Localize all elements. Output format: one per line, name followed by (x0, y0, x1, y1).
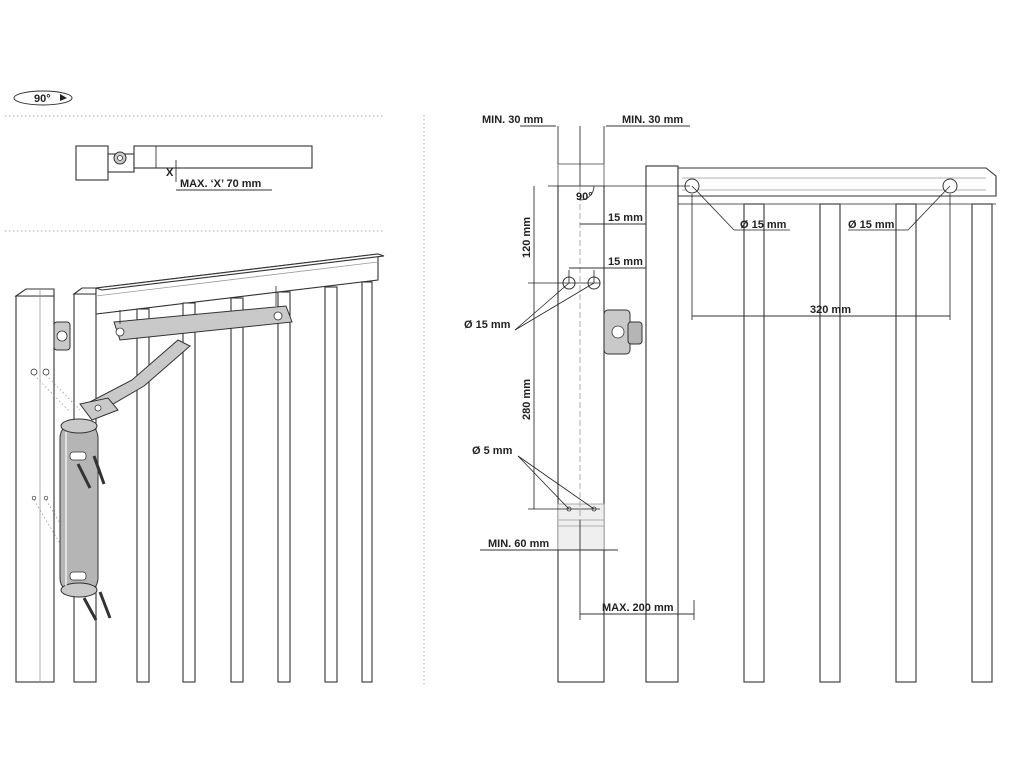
post-section (75, 145, 109, 181)
x-mark: X (166, 167, 174, 179)
dim-120-label: 120 mm (521, 217, 533, 258)
detail-top-view: X MAX. ‘X’ 70 mm (75, 145, 313, 191)
dim-15-a-label: 15 mm (608, 212, 643, 224)
dia-15-top-right-label: Ø 15 mm (848, 219, 895, 231)
gate-perspective-illustration (14, 253, 385, 683)
rotation-label: 90° (34, 93, 51, 105)
max-x-label: MAX. ‘X’ 70 mm (180, 178, 262, 190)
gate-pickets (136, 281, 373, 683)
gate-rail-section (133, 145, 313, 169)
min-60-label: MIN. 60 mm (488, 538, 549, 550)
dia-15-left-label: Ø 15 mm (464, 319, 511, 331)
min-30-left-label: MIN. 30 mm (482, 114, 543, 126)
dia-5-label: Ø 5 mm (472, 445, 513, 457)
rotation-badge: 90° (13, 90, 73, 106)
front-post (557, 163, 605, 683)
max-200-label: MAX. 200 mm (602, 602, 674, 614)
gate-frame-side (645, 165, 679, 683)
fixed-post (15, 295, 55, 683)
rotation-arrow-icon (60, 94, 67, 101)
dim-15-b-label: 15 mm (608, 256, 643, 268)
gate-top-rail-side (677, 167, 997, 197)
min-30-right-label: MIN. 30 mm (622, 114, 683, 126)
dim-320-label: 320 mm (810, 304, 851, 316)
dia-15-top-left-label: Ø 15 mm (740, 219, 787, 231)
mounting-screws-icon (76, 455, 112, 621)
dim-280-label: 280 mm (521, 379, 533, 420)
gate-pickets-side (743, 203, 993, 683)
angle-90-label: 90° (576, 191, 593, 203)
technical-drawing: MIN. 30 mm MIN. 30 mm 90° 120 mm 15 mm 1… (464, 114, 997, 683)
